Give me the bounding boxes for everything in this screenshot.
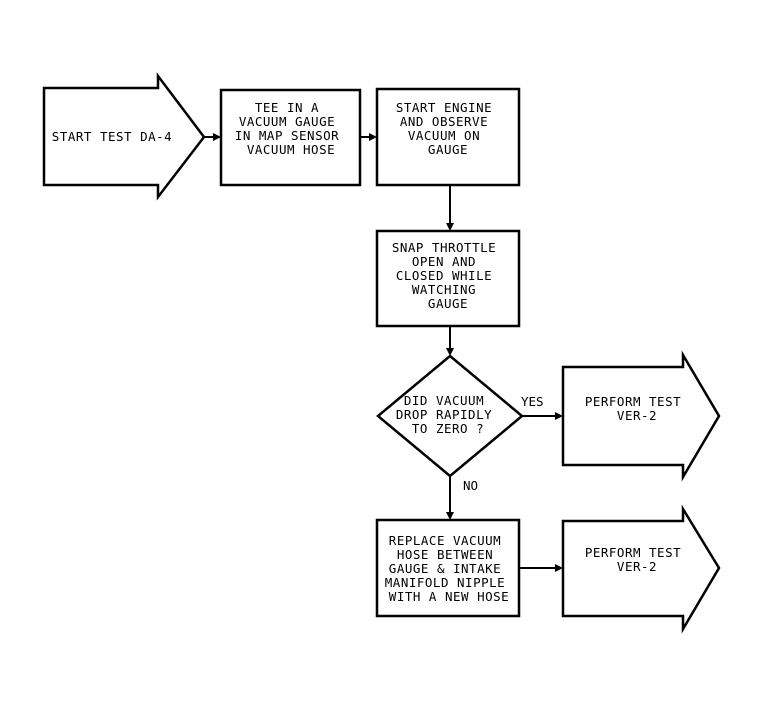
- snap-node-shape: [375, 229, 521, 328]
- replace-node-line-5: WITH A NEW HOSE: [389, 589, 509, 604]
- snap-node-line-2: OPEN AND: [412, 254, 476, 269]
- perform-yes-node-label: PERFORM TEST VER-2: [585, 394, 689, 423]
- yes-branch-label: YES: [521, 394, 544, 409]
- arrowhead-snap-decision: [446, 348, 454, 356]
- arrowhead-replace-perform: [555, 564, 563, 572]
- replace-node-line-3: GAUGE & INTAKE: [389, 561, 501, 576]
- start-engine-node-line-4: GAUGE: [428, 142, 468, 157]
- arrowhead-engine-snap: [446, 223, 454, 231]
- no-branch-label: NO: [463, 478, 478, 493]
- decision-node-line-2: DROP RAPIDLY: [396, 407, 492, 422]
- perform-yes-node-line-1: PERFORM TEST: [585, 394, 681, 409]
- start-engine-node-label: START ENGINE AND OBSERVE VACUUM ON GAUGE: [396, 100, 500, 157]
- perform-no-node-line-2: VER-2: [617, 559, 657, 574]
- start-node-shape: [42, 72, 206, 201]
- start-node-label: START TEST DA-4: [52, 129, 172, 144]
- snap-node-line-4: WATCHING: [412, 282, 476, 297]
- snap-node-line-3: CLOSED WHILE: [396, 268, 492, 283]
- decision-node-line-3: TO ZERO ?: [412, 421, 484, 436]
- perform-yes-node-line-2: VER-2: [617, 408, 657, 423]
- perform-yes-node-shape: [561, 350, 721, 482]
- replace-node-line-1: REPLACE VACUUM: [389, 533, 501, 548]
- start-engine-node-line-3: VACUUM ON: [408, 128, 480, 143]
- replace-node-label: REPLACE VACUUM HOSE BETWEEN GAUGE & INTA…: [385, 533, 513, 604]
- tee-node-label: TEE IN A VACUUM GAUGE IN MAP SENSOR VACU…: [235, 100, 347, 157]
- decision-node-label: DID VACUUM DROP RAPIDLY TO ZERO ?: [396, 393, 500, 436]
- arrowhead-decision-no: [446, 512, 454, 520]
- snap-node-line-5: GAUGE: [428, 296, 468, 311]
- snap-node-line-1: SNAP THROTTLE: [392, 240, 496, 255]
- tee-node-line-2: VACUUM GAUGE: [239, 114, 335, 129]
- tee-node-line-4: VACUUM HOSE: [247, 142, 335, 157]
- snap-node-label: SNAP THROTTLE OPEN AND CLOSED WHILE WATC…: [392, 240, 504, 311]
- decision-node-line-1: DID VACUUM: [404, 393, 484, 408]
- arrowhead-start-tee: [213, 133, 221, 141]
- replace-node-line-4: MANIFOLD NIPPLE: [385, 575, 505, 590]
- tee-node-line-1: TEE IN A: [255, 100, 319, 115]
- replace-node-line-2: HOSE BETWEEN: [397, 547, 493, 562]
- start-engine-node-line-2: AND OBSERVE: [400, 114, 488, 129]
- perform-no-node-shape: [561, 504, 721, 634]
- perform-no-node-label: PERFORM TEST VER-2: [585, 545, 689, 574]
- perform-no-node-line-1: PERFORM TEST: [585, 545, 681, 560]
- arrowhead-tee-engine: [369, 133, 377, 141]
- arrowhead-decision-yes: [555, 412, 563, 420]
- tee-node-line-3: IN MAP SENSOR: [235, 128, 339, 143]
- start-node-line-1: START TEST DA-4: [52, 129, 172, 144]
- start-engine-node-line-1: START ENGINE: [396, 100, 492, 115]
